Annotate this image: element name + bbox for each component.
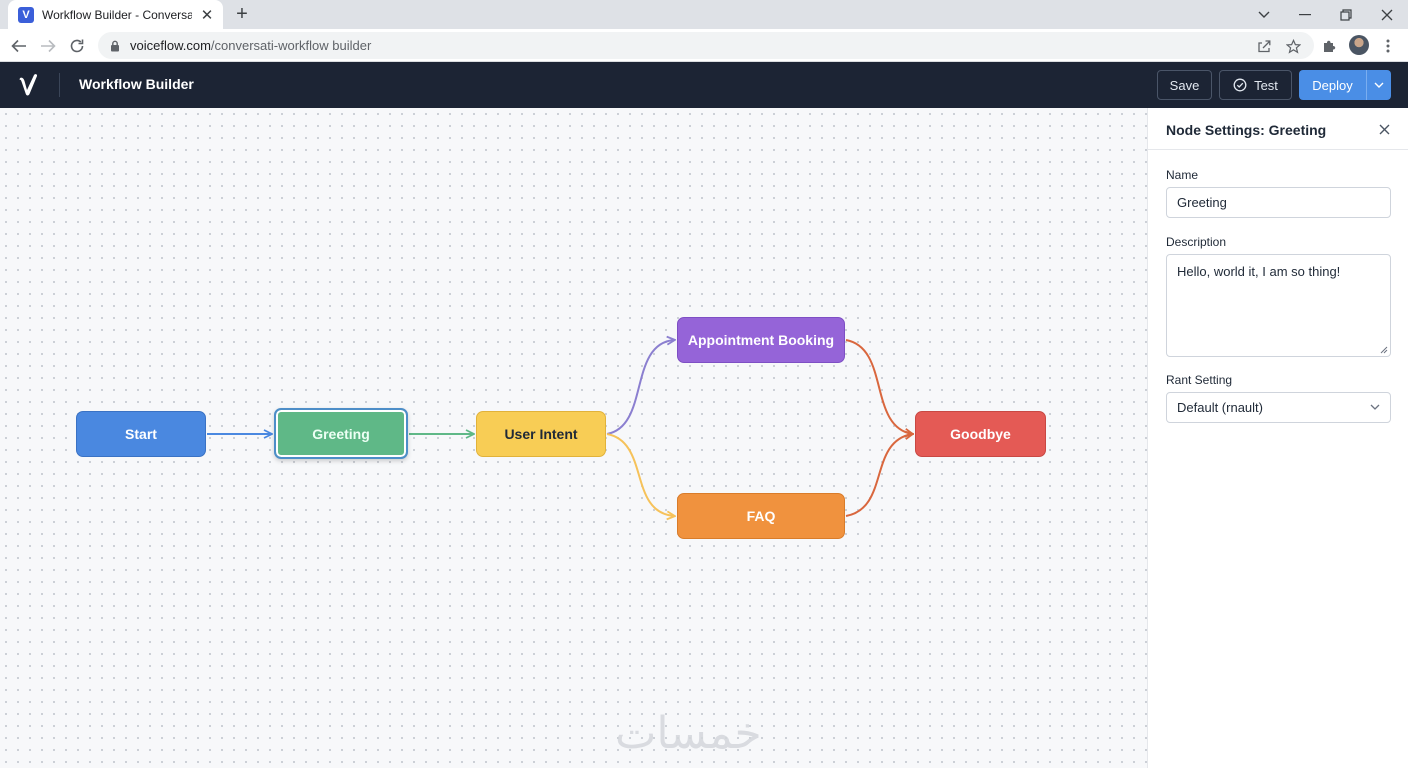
chevron-down-icon (1370, 404, 1380, 410)
bookmark-star-icon[interactable] (1285, 38, 1301, 54)
test-button-label: Test (1254, 77, 1278, 93)
voiceflow-favicon-icon: V (18, 6, 34, 23)
workflow-canvas[interactable]: Start Greeting User Intent Appointment B… (0, 108, 1147, 768)
tab-search-chevron-icon[interactable] (1243, 0, 1285, 29)
profile-avatar[interactable] (1349, 35, 1369, 55)
browser-tabstrip: V Workflow Builder - Conversatio ✕ + (0, 0, 1408, 29)
name-field[interactable]: Greeting (1166, 187, 1391, 218)
address-bar[interactable]: voiceflow.com/conversati-workflow builde… (98, 32, 1314, 59)
share-icon[interactable] (1256, 38, 1272, 54)
node-greeting[interactable]: Greeting (274, 408, 408, 459)
window-close-icon[interactable] (1366, 0, 1408, 29)
description-textarea[interactable]: Hello, world it, I am so thing! (1166, 254, 1391, 357)
app-header: Workflow Builder Save Test Deploy (0, 62, 1408, 108)
browser-tab-workflow-builder[interactable]: V Workflow Builder - Conversatio ✕ (8, 0, 223, 29)
tab-title: Workflow Builder - Conversatio (42, 7, 192, 22)
minimize-icon[interactable] (1284, 0, 1326, 29)
description-label: Description (1166, 235, 1227, 249)
lock-icon (108, 39, 122, 53)
deploy-button[interactable]: Deploy (1312, 77, 1353, 93)
check-circle-icon (1233, 78, 1247, 92)
voiceflow-logo-icon[interactable] (16, 72, 42, 98)
back-arrow-icon[interactable] (8, 35, 30, 57)
tab-close-icon[interactable]: ✕ (200, 6, 214, 24)
header-divider (59, 73, 60, 97)
new-tab-plus-icon[interactable]: + (236, 3, 248, 25)
panel-title: Node Settings: Greeting (1166, 122, 1327, 138)
extensions-puzzle-icon[interactable] (1320, 36, 1340, 56)
rant-setting-select[interactable]: Default (rnault) (1166, 392, 1391, 423)
restore-icon[interactable] (1325, 0, 1367, 29)
deploy-options-chevron-down-icon[interactable] (1366, 70, 1391, 100)
edge-user-intent-appointment[interactable] (606, 340, 674, 435)
node-user-intent[interactable]: User Intent (476, 411, 606, 457)
url-path: /conversati-workflow builder (210, 38, 372, 53)
url-text: voiceflow.com/conversati-workflow builde… (130, 38, 371, 53)
deploy-split-button: Deploy (1299, 70, 1391, 100)
edge-user-intent-faq[interactable] (606, 433, 674, 516)
resize-grip-icon[interactable] (1380, 346, 1388, 354)
workflow-edges (207, 108, 1147, 768)
reload-icon[interactable] (66, 35, 88, 57)
node-faq[interactable]: FAQ (677, 493, 845, 539)
url-host: voiceflow.com (130, 38, 211, 53)
browser-menu-kebab-icon[interactable] (1378, 36, 1398, 56)
edge-appointment-goodbye[interactable] (845, 339, 912, 434)
page-title: Workflow Builder (79, 76, 194, 92)
node-settings-panel: Node Settings: Greeting Name Greeting De… (1147, 108, 1408, 768)
rant-setting-label: Rant Setting (1166, 373, 1233, 387)
rant-setting-value: Default (rnault) (1177, 400, 1263, 415)
node-goodbye[interactable]: Goodbye (915, 411, 1046, 457)
test-button[interactable]: Test (1219, 70, 1292, 100)
browser-toolbar: voiceflow.com/conversati-workflow builde… (0, 29, 1408, 62)
node-appointment-booking[interactable]: Appointment Booking (677, 317, 845, 363)
description-text: Hello, world it, I am so thing! (1177, 264, 1341, 279)
panel-close-icon[interactable] (1376, 121, 1392, 137)
edge-faq-goodbye[interactable] (845, 434, 912, 517)
name-label: Name (1166, 168, 1199, 182)
watermark-logo: خمسات (615, 708, 762, 759)
save-button[interactable]: Save (1157, 70, 1212, 100)
panel-header: Node Settings: Greeting (1148, 108, 1408, 150)
node-start[interactable]: Start (76, 411, 206, 457)
forward-arrow-icon[interactable] (37, 35, 59, 57)
